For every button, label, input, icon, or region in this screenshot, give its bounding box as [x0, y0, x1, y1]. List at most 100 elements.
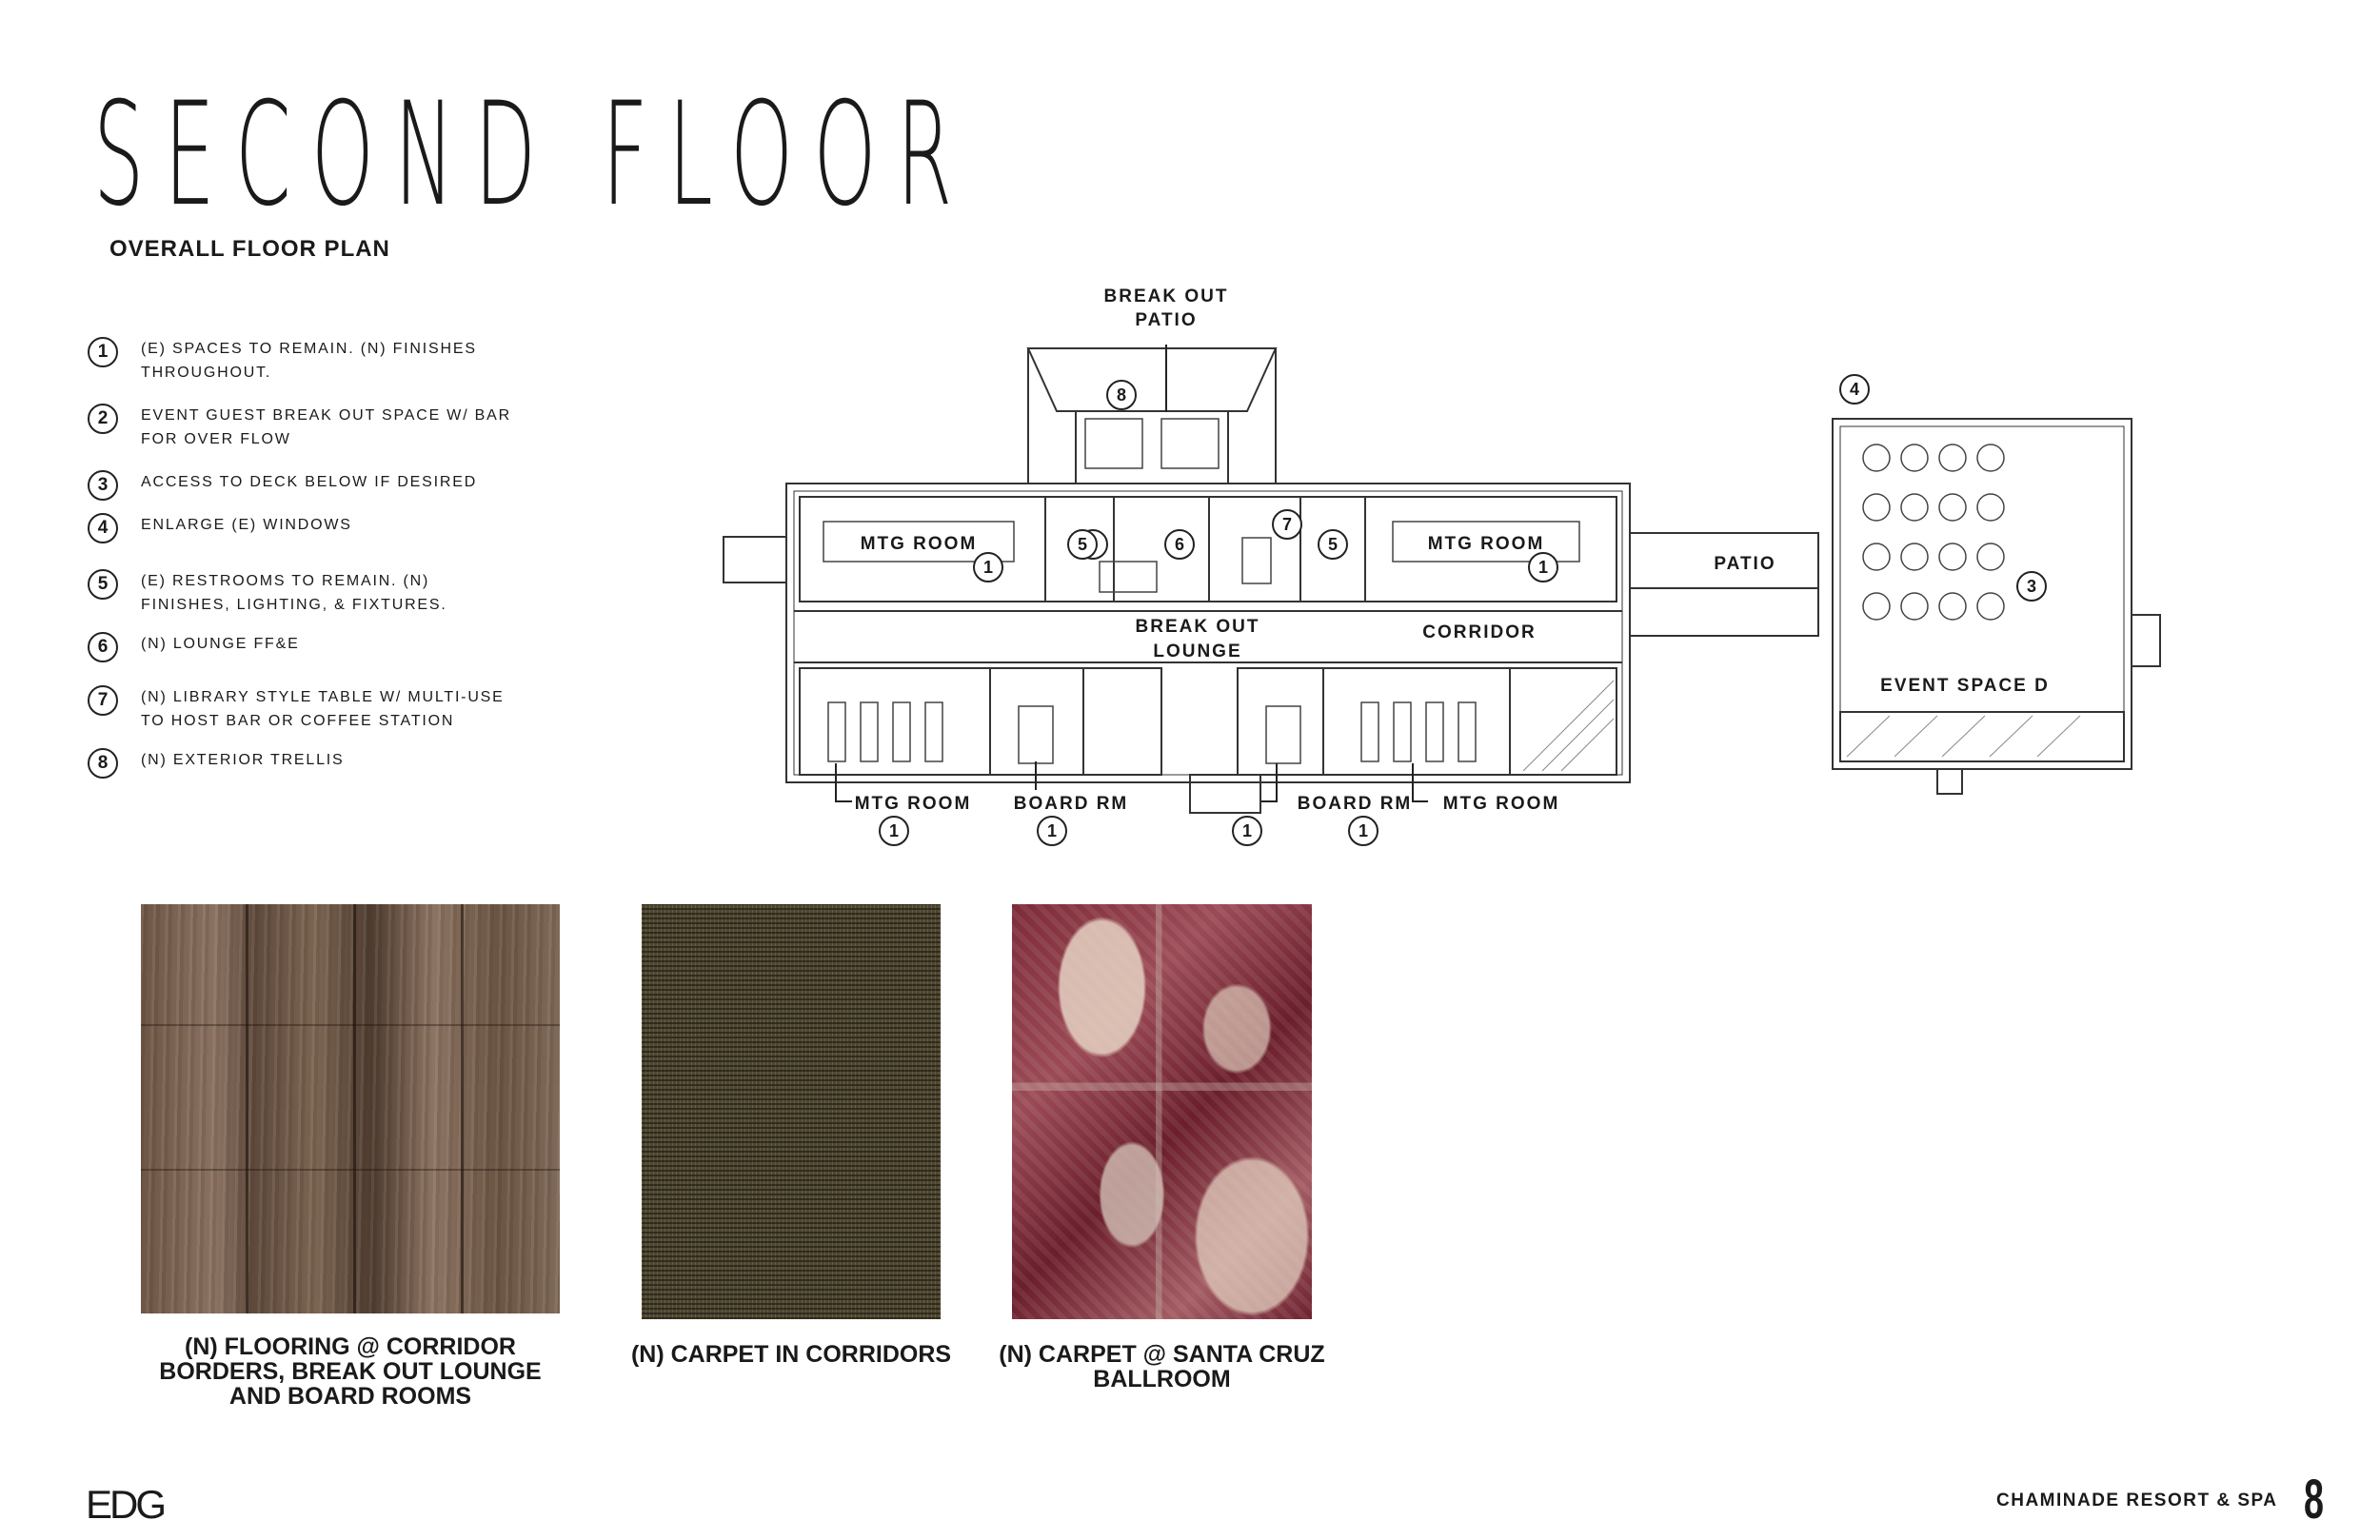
board-table [1018, 705, 1054, 764]
classroom-table [1360, 701, 1379, 762]
legend-number: 5 [88, 569, 118, 600]
legend-text: EVENT GUEST BREAK OUT SPACE W/ BAR [141, 407, 511, 424]
caption-flooring: (N) FLOORING @ CORRIDOR BORDERS, BREAK O… [141, 1334, 560, 1409]
board-table [1265, 705, 1301, 764]
plan-marker-number: 3 [2027, 577, 2036, 596]
plan-marker-circle [1528, 552, 1558, 582]
plan-marker-circle [1232, 816, 1262, 846]
round-table [1976, 493, 2005, 522]
hatch-line [1541, 699, 1615, 772]
company-name: CHAMINADE RESORT & SPA [1996, 1491, 2278, 1510]
ballroom-carpet-swatch [1012, 904, 1312, 1319]
caption-ballroom: (N) CARPET @ SANTA CRUZ BALLROOM [964, 1342, 1359, 1392]
label-break-out-patio: PATIO [1135, 310, 1197, 330]
legend-text: (E) RESTROOMS TO REMAIN. (N) [141, 573, 430, 589]
label-board-rm: BOARD RM [1298, 794, 1413, 814]
label-board-rm: BOARD RM [1014, 794, 1129, 814]
plan-marker-number: 5 [1078, 535, 1087, 554]
page-subtitle: OVERALL FLOOR PLAN [109, 236, 390, 262]
plan-marker-number: 7 [1282, 515, 1292, 534]
round-table [1862, 493, 1891, 522]
mtg-room-top-right [1364, 496, 1617, 602]
plan-marker-number: 1 [1538, 558, 1548, 577]
event-space-stair [1936, 768, 1963, 795]
plan-marker-number: 1 [1242, 821, 1252, 840]
legend-text: ACCESS TO DECK BELOW IF DESIRED [141, 474, 478, 490]
legend-text: TO HOST BAR OR COFFEE STATION [141, 713, 455, 729]
legend-text: (E) SPACES TO REMAIN. (N) FINISHES [141, 341, 477, 357]
plan-marker-circle [1067, 529, 1098, 560]
lounge-sofa [1099, 561, 1158, 593]
conference-table [1392, 521, 1580, 563]
hatch-line [1522, 680, 1615, 772]
legend-number: 6 [88, 632, 118, 662]
legend-number: 1 [88, 337, 118, 367]
plan-marker-circle [2016, 571, 2047, 602]
legend-text: (N) LIBRARY STYLE TABLE W/ MULTI-USE [141, 689, 505, 705]
caption-line: (N) FLOORING @ CORRIDOR [185, 1333, 516, 1360]
classroom-table [860, 701, 879, 762]
conference-table [823, 521, 1015, 563]
entry-stair [1189, 774, 1261, 814]
page-title: SECOND FLOOR [93, 72, 973, 238]
plan-marker-number: 4 [1850, 380, 1859, 399]
caption-carpet: (N) CARPET IN CORRIDORS [607, 1342, 975, 1367]
legend-item: 3 ACCESS TO DECK BELOW IF DESIRED [88, 470, 477, 501]
plan-marker-number: 1 [1359, 821, 1368, 840]
round-table [1900, 543, 1929, 571]
label-mtg-room: MTG ROOM [861, 534, 978, 554]
label-mtg-room: MTG ROOM [1428, 534, 1545, 554]
legend-text: (N) EXTERIOR TRELLIS [141, 752, 345, 768]
plan-marker-circle [1106, 380, 1137, 410]
trellis-roof [1026, 347, 1278, 412]
round-table [1900, 493, 1929, 522]
leader-line [1412, 763, 1428, 802]
edg-logo: EDG [86, 1482, 167, 1527]
classroom-table [924, 701, 943, 762]
legend-number: 2 [88, 404, 118, 434]
legend-text: THROUGHOUT. [141, 365, 272, 381]
plan-marker-number: 6 [1175, 535, 1184, 554]
plan-marker-circle [1164, 529, 1195, 560]
caption-line: BALLROOM [1093, 1366, 1231, 1392]
round-table [1900, 592, 1929, 621]
caption-line: AND BOARD ROOMS [228, 1383, 472, 1410]
round-table [1976, 444, 2005, 472]
round-table [1862, 592, 1891, 621]
hatch-line [1560, 718, 1615, 772]
floor-plan: BREAK OUT PATIO MTG ROOM MTG ROOM BREAK … [704, 276, 2209, 866]
classroom-table [1425, 701, 1444, 762]
caption-line: BORDERS, BREAK OUT LOUNGE [159, 1358, 542, 1385]
legend-text: ENLARGE (E) WINDOWS [141, 517, 352, 533]
legend-number: 8 [88, 748, 118, 779]
plan-marker-number: 5 [1328, 535, 1338, 554]
hatch-line [1941, 715, 1986, 758]
round-table [1862, 444, 1891, 472]
mtg-room-bottom-right [1322, 667, 1511, 776]
label-mtg-room: MTG ROOM [855, 794, 972, 814]
label-event-space: EVENT SPACE D [1880, 676, 2050, 696]
plan-marker-circle [1318, 529, 1348, 560]
board-rm-left [989, 667, 1084, 776]
deck-stair [2131, 614, 2161, 667]
event-space-prefunction [1839, 711, 2125, 762]
round-table [1938, 493, 1967, 522]
legend-item: 6 (N) LOUNGE FF&E [88, 632, 300, 662]
round-table [1900, 444, 1929, 472]
round-table [1862, 543, 1891, 571]
round-table [1938, 592, 1967, 621]
patio-seating [1160, 418, 1220, 469]
plan-marker-number: 1 [1047, 821, 1057, 840]
page-number: 8 [2304, 1469, 2324, 1530]
round-table [1938, 543, 1967, 571]
left-stair [723, 536, 787, 583]
plan-marker-circle [1037, 816, 1067, 846]
legend-text: FOR OVER FLOW [141, 431, 291, 447]
legend-item: 1 (E) SPACES TO REMAIN. (N) FINISHES THRO… [88, 337, 477, 385]
leader-line [1261, 763, 1278, 802]
lounge [1113, 496, 1210, 602]
plan-marker-circle [1272, 509, 1302, 540]
plan-marker-circle [1348, 816, 1378, 846]
caption-line: (N) CARPET @ SANTA CRUZ [999, 1341, 1325, 1368]
